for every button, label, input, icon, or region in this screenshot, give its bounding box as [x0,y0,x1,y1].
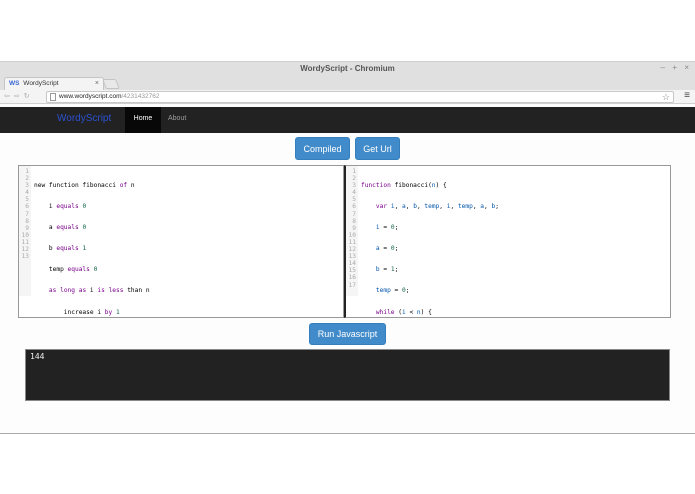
line-number: 8 [25,217,29,225]
browser-window: WordyScript - Chromium – + × WS WordyScr… [0,61,695,434]
line-number: 13 [21,253,29,261]
wordyscript-editor[interactable]: 1 2 3 4 5 6 7 8 9 10 11 12 13 new functi… [18,165,344,318]
output-text: 144 [30,352,45,361]
code-line: increase i by 1 [34,308,120,316]
url-host: www.wordyscript.com [59,93,122,100]
line-number: 15 [348,267,356,275]
line-number: 1 [25,168,29,175]
line-number: 17 [348,281,356,289]
line-number: 4 [352,189,356,197]
line-number: 5 [25,196,29,204]
nav-item-about[interactable]: About [168,115,187,122]
line-number: 11 [348,238,356,246]
maximize-icon[interactable]: + [672,63,677,72]
url-path: /4231432762 [121,93,160,100]
brand-logo[interactable]: WordyScript [57,113,112,124]
close-tab-icon[interactable]: × [94,80,99,87]
line-number: 13 [348,253,356,261]
line-number: 9 [352,224,356,232]
line-number-gutter: 1 2 3 4 5 6 7 8 9 10 11 12 13 14 15 16 1… [346,166,358,296]
line-number: 1 [352,168,356,175]
tab-strip: WS WordyScript × [0,76,695,90]
browser-toolbar: ⇦⇨↻ www.wordyscript.com/4231432762 ☆ ≡ [0,90,695,104]
code-area[interactable]: function fibonacci(n) { var i, a, b, tem… [361,168,499,317]
tab-label: WordyScript [23,80,59,87]
line-number: 4 [25,189,29,197]
code-line: function fibonacci(n) { [361,182,447,189]
bookmark-star-icon[interactable]: ☆ [661,92,670,102]
line-number: 2 [352,175,356,183]
compiled-button[interactable]: Compiled [295,137,350,160]
code-line: while (i < n) { [375,308,432,316]
window-bottom-border [0,433,695,434]
title-bar: WordyScript - Chromium – + × [0,61,695,76]
run-javascript-button[interactable]: Run Javascript [309,323,386,345]
code-line: b equals 1 [34,245,87,253]
console-output: 144 [25,349,670,401]
code-line: as long as i is less than n [48,287,150,295]
window-title: WordyScript - Chromium [300,64,395,73]
line-number: 12 [348,246,356,254]
favicon-icon: WS [9,80,20,87]
code-line: temp equals 0 [34,266,98,274]
line-number: 12 [21,246,29,254]
code-line: temp = 0; [375,287,410,295]
line-number: 16 [348,274,356,282]
line-number: 11 [21,238,29,246]
code-area[interactable]: new function fibonacci of n i equals 0 a… [34,168,150,317]
line-number: 7 [25,210,29,218]
line-number: 7 [352,210,356,218]
line-number: 8 [352,217,356,225]
line-number: 3 [25,182,29,190]
close-window-icon[interactable]: × [684,63,689,72]
javascript-output-editor[interactable]: 1 2 3 4 5 6 7 8 9 10 11 12 13 14 15 16 1… [344,165,671,318]
line-number: 9 [25,224,29,232]
code-line: new function fibonacci of n [34,182,135,189]
line-number: 10 [348,231,356,239]
address-bar[interactable]: www.wordyscript.com/4231432762 ☆ [46,91,674,103]
line-number-gutter: 1 2 3 4 5 6 7 8 9 10 11 12 13 [19,166,31,296]
nav-buttons: ⇦⇨↻ [4,92,34,100]
forward-icon[interactable]: ⇨ [13,93,24,100]
menu-icon[interactable]: ≡ [684,90,690,101]
code-line: b = 1; [375,266,399,274]
line-number: 2 [25,175,29,183]
code-line: a equals 0 [34,224,87,232]
line-number: 6 [25,203,29,211]
code-line: a = 0; [375,245,399,253]
code-line: i = 0; [375,224,399,232]
nav-item-home[interactable]: Home [125,107,161,133]
line-number: 5 [352,196,356,204]
line-number: 14 [348,260,356,268]
code-line: i equals 0 [34,203,87,211]
line-number: 10 [21,231,29,239]
site-navbar: WordyScript Home About [0,107,695,133]
desktop-background [0,0,695,61]
new-tab-button[interactable] [102,79,120,89]
page-icon [50,93,56,101]
line-number: 3 [352,182,356,190]
reload-icon[interactable]: ↻ [23,93,34,100]
browser-tab[interactable]: WS WordyScript × [4,77,104,90]
minimize-icon[interactable]: – [660,63,665,72]
get-url-button[interactable]: Get Url [355,137,400,160]
code-line: var i, a, b, temp, i, temp, a, b; [375,203,499,211]
line-number: 6 [352,203,356,211]
back-icon[interactable]: ⇦ [4,93,14,100]
